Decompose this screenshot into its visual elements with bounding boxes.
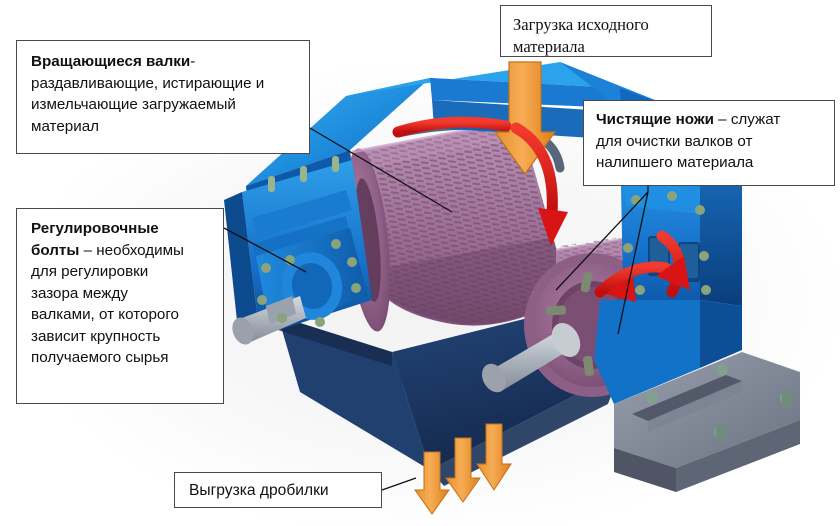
callout-bolts-line2-rest: – необходимы [79, 241, 184, 259]
base-bolts [646, 364, 792, 442]
callout-knives-line1-rest: – служат [713, 111, 781, 128]
callout-feed-line2: материала [513, 37, 585, 57]
callout-bolts-line6: зависит крупность [31, 327, 161, 345]
callout-crusher-discharge: Выгрузка дробилки [174, 472, 382, 508]
callout-cleaning-knives: Чистящие ножи – служат для очистки валко… [583, 100, 835, 186]
adjusting-bolt-shaft [232, 296, 306, 345]
callout-bolts-line4: зазора между [31, 284, 128, 302]
callout-bolts-line5: валками, от которого [31, 306, 179, 324]
callout-knives-line2: для очистки валков от [596, 132, 753, 150]
callout-adjusting-bolts: Регулировочные болты – необходимы для ре… [16, 208, 224, 404]
callout-rolls-bold: Вращающиеся валки [31, 53, 191, 70]
roller-shaft [482, 322, 581, 393]
callout-bolts-line7: получаемого сырья [31, 349, 169, 367]
callout-rolls-line2: раздавливающие, истирающие и [31, 74, 265, 92]
callout-rolls-line4: материал [31, 117, 100, 135]
callout-knives-bold: Чистящие ножи [596, 111, 714, 128]
left-bearing-housing [224, 156, 372, 345]
callout-rolls-line1-rest: - [190, 53, 196, 70]
callout-feed-line1: Загрузка исходного [513, 15, 649, 34]
callout-rotating-rolls: Вращающиеся валки- раздавливающие, истир… [16, 40, 310, 154]
front-cross-beam [356, 300, 600, 360]
callout-bolts-bold2: болты [31, 241, 80, 259]
callout-bolts-bold1: Регулировочные [31, 220, 159, 237]
callout-rolls-line1: Вращающиеся валки- [31, 51, 297, 73]
callout-feed-material: Загрузка исходного материала [500, 5, 712, 57]
callout-discharge-line1: Выгрузка дробилки [189, 482, 329, 499]
callout-knives-line3: налипшего материала [596, 154, 754, 172]
callout-rolls-line3: измельчающие загружаемый [31, 96, 236, 114]
callout-bolts-line3: для регулировки [31, 263, 149, 281]
